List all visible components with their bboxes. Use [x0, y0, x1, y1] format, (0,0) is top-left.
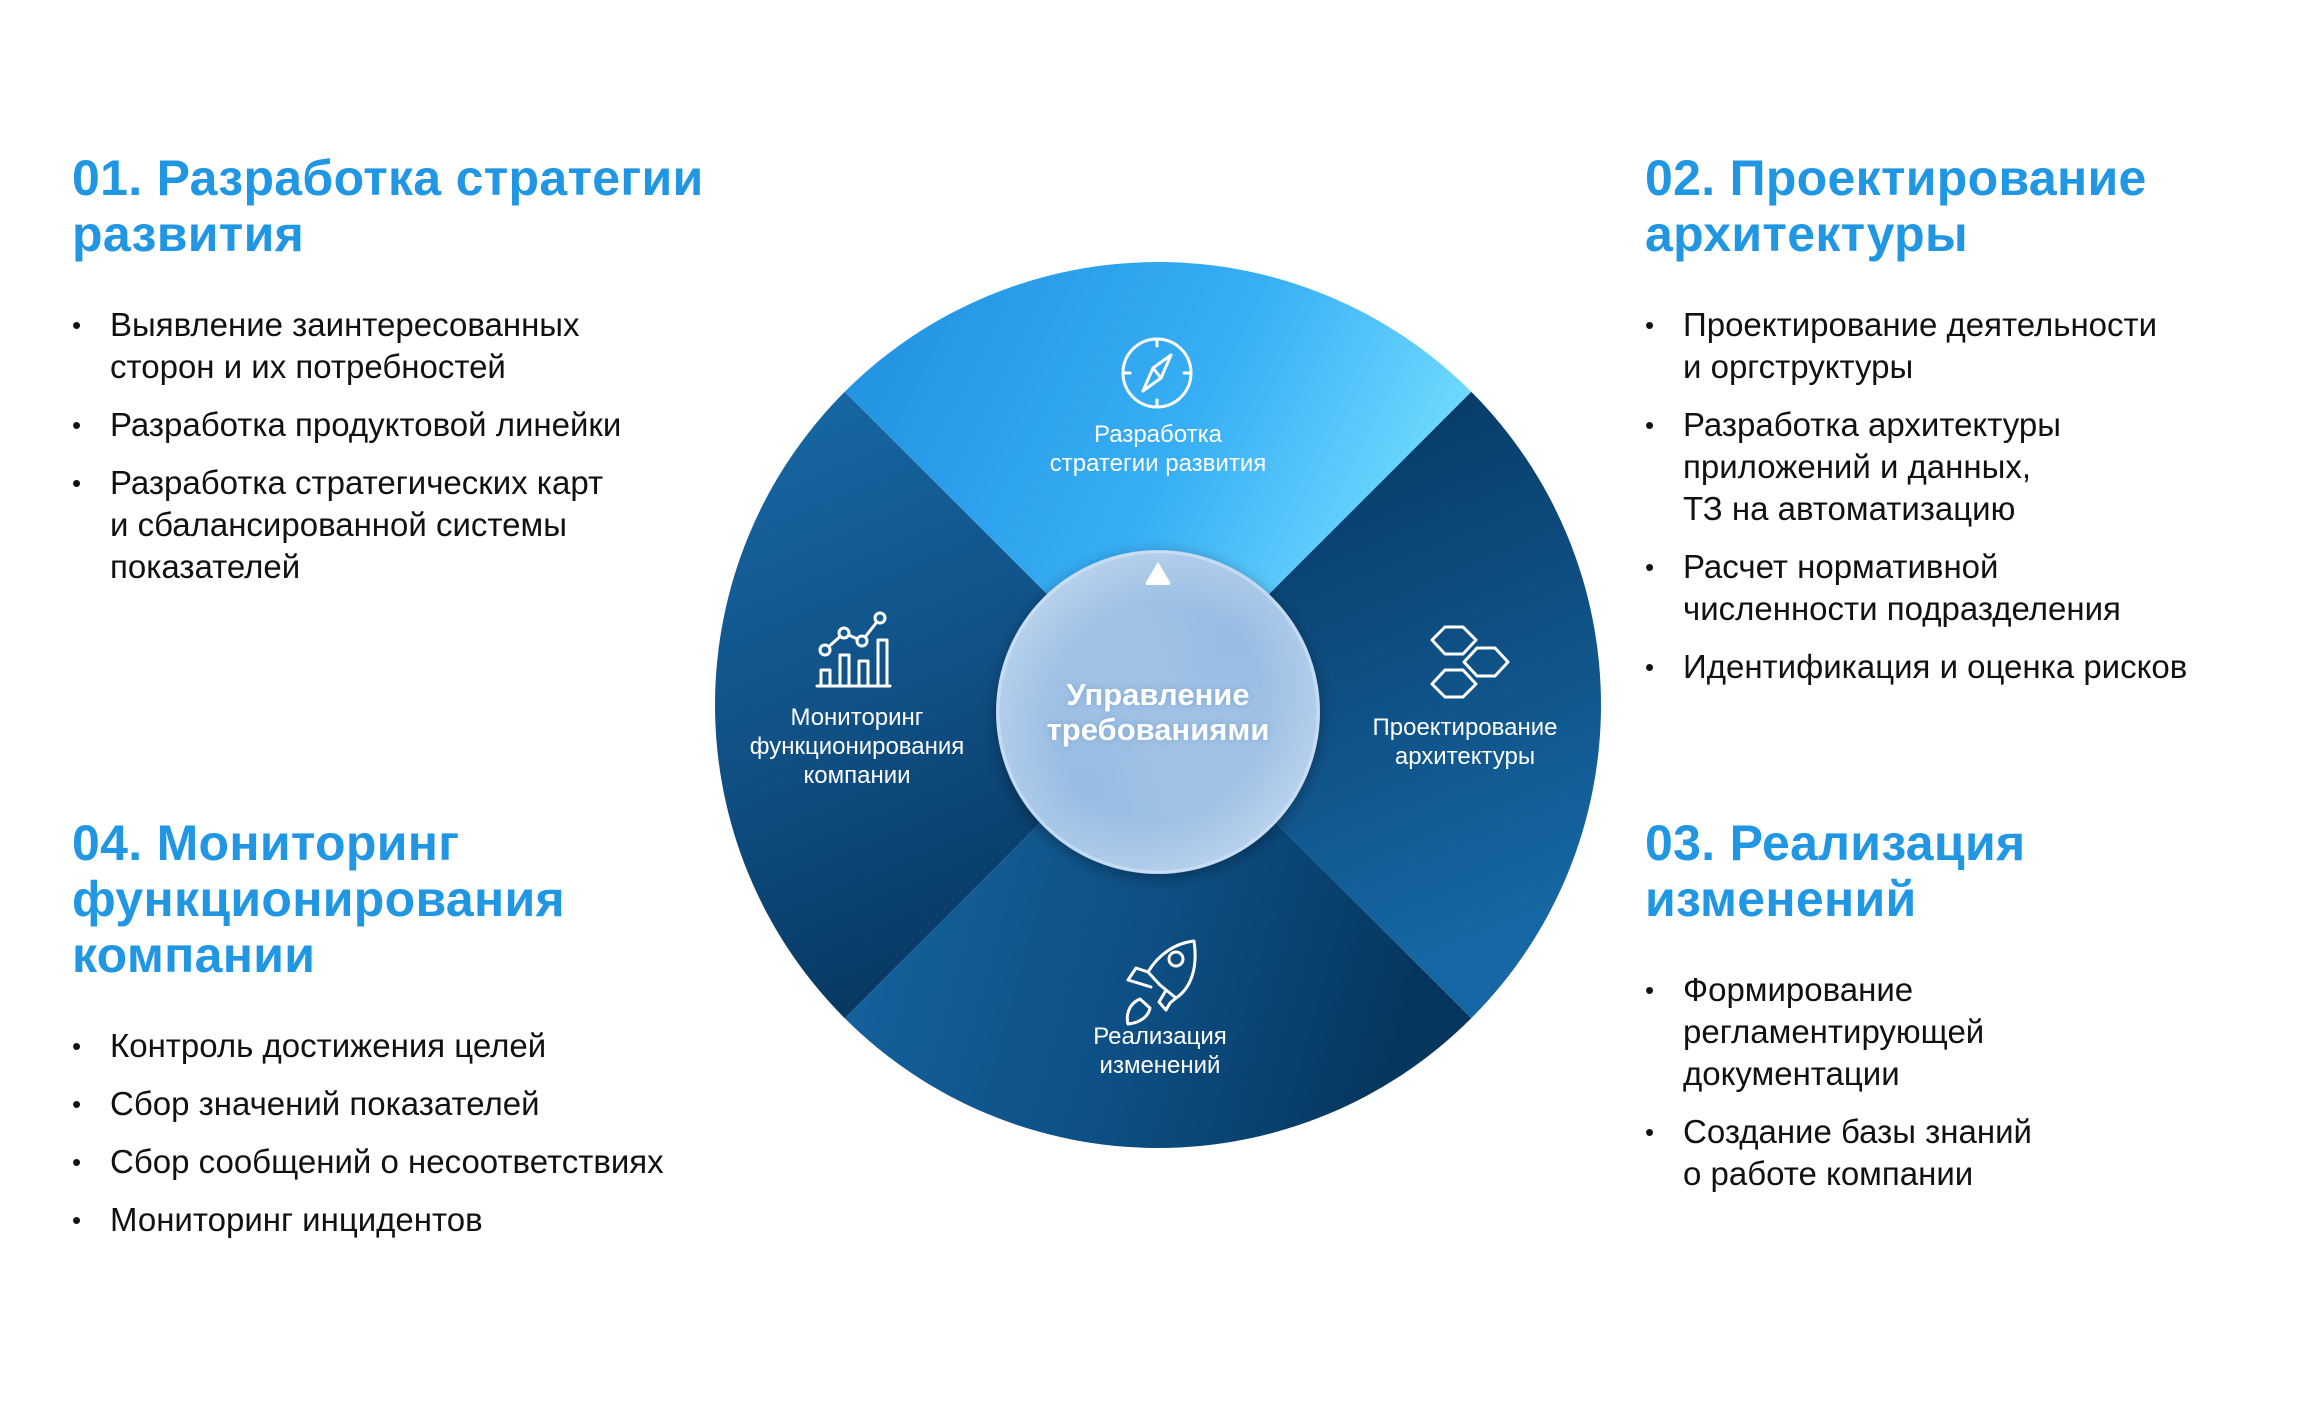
section-heading: 04. Мониторинг функционирования компании	[72, 815, 664, 983]
list-item-line: Формирование	[1683, 971, 1914, 1008]
section-monitoring: 04. Мониторинг функционирования компании…	[72, 815, 664, 1257]
list-item-line: и сбалансированной системы	[110, 506, 567, 543]
list-item: Сбор сообщений о несоответствиях	[72, 1141, 664, 1183]
list-item: Расчет нормативной численности подраздел…	[1645, 546, 2187, 630]
quadrant-label-monitoring: Мониторинг функционирования компании	[750, 703, 965, 790]
list-item-line: Расчет нормативной	[1683, 548, 1999, 585]
quadrant-label-line: компании	[803, 762, 911, 789]
quadrant-label-architecture: Проектирование архитектуры	[1373, 713, 1558, 771]
list-item-line: Идентификация и оценка рисков	[1683, 648, 2188, 685]
list-item: Проектирование деятельности и оргструкту…	[1645, 304, 2187, 388]
list-item: Формирование регламентирующей документац…	[1645, 969, 2032, 1095]
quadrant-label-line: стратегии развития	[1049, 450, 1267, 477]
quadrant-label-strategy: Разработка стратегии развития	[1050, 420, 1266, 478]
heading-line: развития	[72, 206, 305, 262]
heading-line: архитектуры	[1645, 206, 1968, 262]
chart-growth-icon	[815, 611, 892, 688]
heading-line: компании	[72, 927, 316, 983]
list-item-line: Контроль достижения целей	[110, 1027, 547, 1064]
list-item: Выявление заинтересованных сторон и их п…	[72, 304, 704, 388]
bullet-list: Выявление заинтересованных сторон и их п…	[72, 304, 704, 588]
heading-line: изменений	[1645, 871, 1917, 927]
list-item: Разработка стратегических карт и сбаланс…	[72, 462, 704, 588]
compass-icon	[1121, 337, 1193, 409]
heading-line: 03. Реализация	[1645, 815, 2026, 871]
center-title-line: требованиями	[1046, 712, 1270, 747]
list-item-line: приложений и данных,	[1683, 448, 2031, 485]
quadrant-label-line: Разработка	[1094, 421, 1222, 448]
list-item: Разработка продуктовой линейки	[72, 404, 704, 446]
list-item-line: о работе компании	[1683, 1155, 1974, 1192]
section-heading: 01. Разработка стратегии развития	[72, 150, 704, 262]
quadrant-label-line: Реализация	[1093, 1023, 1227, 1050]
section-architecture: 02. Проектирование архитектуры Проектиро…	[1645, 150, 2187, 704]
center-title: Управление требованиями	[1047, 677, 1270, 747]
quadrant-bottom	[844, 705, 1472, 1148]
list-item: Контроль достижения целей	[72, 1025, 664, 1067]
heading-line: 01. Разработка стратегии	[72, 150, 704, 206]
list-item-line: Разработка стратегических карт	[110, 464, 604, 501]
list-item-line: численности подразделения	[1683, 590, 2121, 627]
quadrant-label-line: Мониторинг	[790, 704, 924, 731]
list-item-line: ТЗ на автоматизацию	[1683, 490, 2016, 527]
bullet-list: Формирование регламентирующей документац…	[1645, 969, 2032, 1195]
list-item: Разработка архитектуры приложений и данн…	[1645, 404, 2187, 530]
heading-line: функционирования	[72, 871, 565, 927]
hexagons-icon	[1430, 625, 1510, 699]
list-item-line: Разработка продуктовой линейки	[110, 406, 622, 443]
list-item-line: и оргструктуры	[1683, 348, 1914, 385]
quadrant-label-changes: Реализация изменений	[1093, 1022, 1227, 1080]
heading-line: 02. Проектирование	[1645, 150, 2147, 206]
rocket-icon	[1125, 939, 1197, 1026]
list-item-line: Выявление заинтересованных	[110, 306, 580, 343]
list-item-line: Создание базы знаний	[1683, 1113, 2032, 1150]
bullet-list: Контроль достижения целей Сбор значений …	[72, 1025, 664, 1241]
list-item: Мониторинг инцидентов	[72, 1199, 664, 1241]
list-item-line: Разработка архитектуры	[1683, 406, 2061, 443]
heading-line: 04. Мониторинг	[72, 815, 460, 871]
list-item-line: документации	[1683, 1055, 1900, 1092]
list-item: Создание базы знаний о работе компании	[1645, 1111, 2032, 1195]
list-item-line: Сбор значений показателей	[110, 1085, 540, 1122]
section-heading: 03. Реализация изменений	[1645, 815, 2032, 927]
list-item: Сбор значений показателей	[72, 1083, 664, 1125]
triangle-up-icon	[1145, 562, 1171, 585]
quadrant-label-line: функционирования	[749, 733, 965, 760]
list-item: Идентификация и оценка рисков	[1645, 646, 2187, 688]
section-strategy: 01. Разработка стратегии развития Выявле…	[72, 150, 704, 604]
quadrant-left	[715, 391, 1158, 1019]
section-heading: 02. Проектирование архитектуры	[1645, 150, 2187, 262]
center-disc	[996, 550, 1320, 874]
quadrant-top	[844, 262, 1472, 705]
quadrant-label-line: архитектуры	[1394, 743, 1536, 770]
section-changes: 03. Реализация изменений Формирование ре…	[1645, 815, 2032, 1211]
list-item-line: Сбор сообщений о несоответствиях	[110, 1143, 664, 1180]
quadrant-right	[1158, 391, 1601, 1019]
quadrant-label-line: изменений	[1099, 1052, 1221, 1079]
list-item-line: сторон и их потребностей	[110, 348, 506, 385]
quadrant-label-line: Проектирование	[1372, 714, 1558, 741]
list-item-line: Проектирование деятельности	[1683, 306, 2158, 343]
bullet-list: Проектирование деятельности и оргструкту…	[1645, 304, 2187, 688]
list-item-line: Мониторинг инцидентов	[110, 1201, 483, 1238]
center-title-line: Управление	[1066, 677, 1250, 712]
list-item-line: регламентирующей	[1683, 1013, 1985, 1050]
list-item-line: показателей	[110, 548, 301, 585]
